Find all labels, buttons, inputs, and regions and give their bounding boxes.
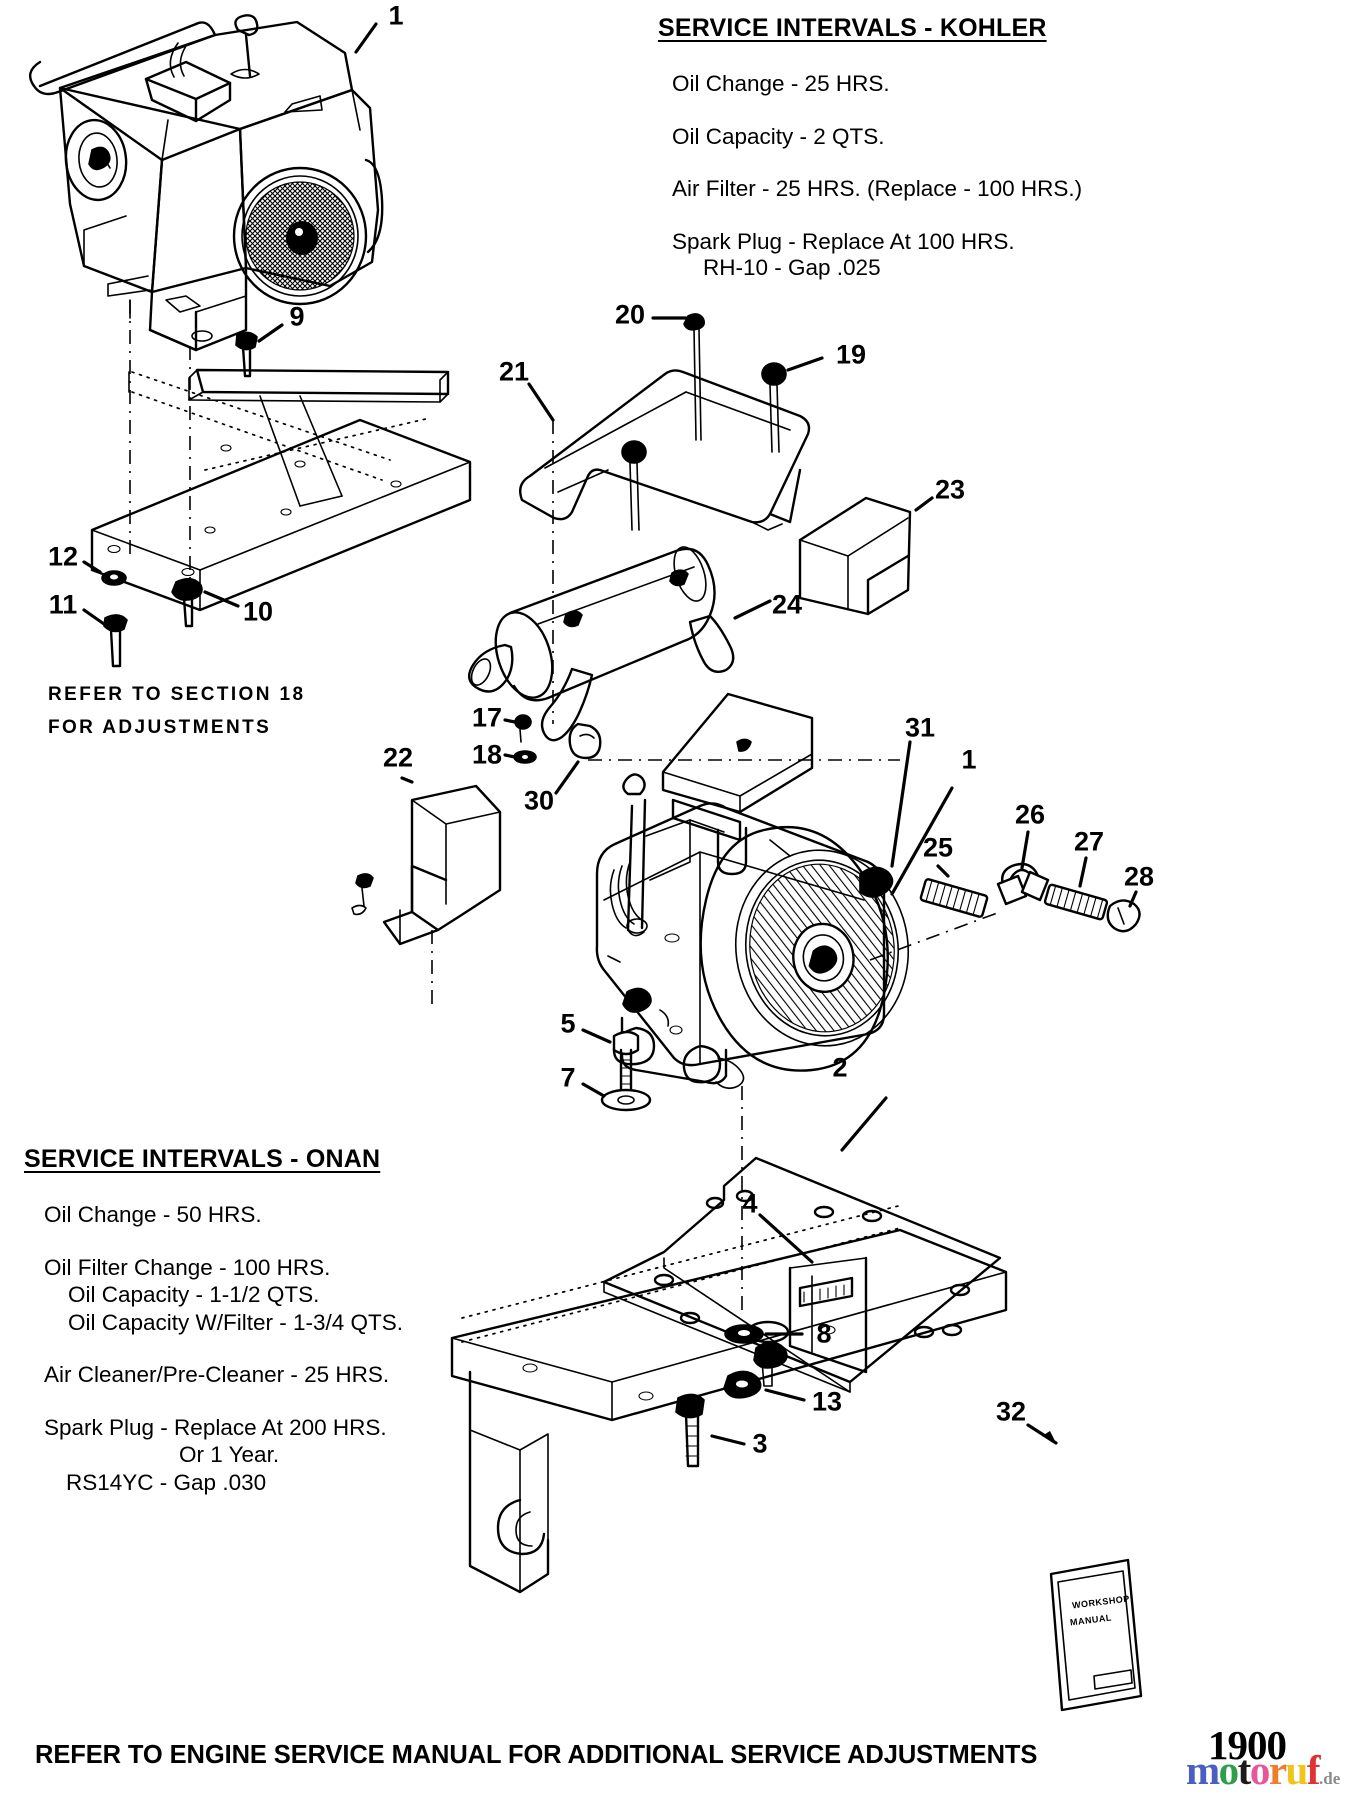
callout-number-9: 9 [289, 301, 305, 332]
onan-line-oil-capacity-filter: Oil Capacity W/Filter - 1-3/4 QTS. [68, 1309, 404, 1335]
watermark-letter-1: o [1218, 1747, 1240, 1793]
refer-to-section-note: REFER TO SECTION 18 FOR ADJUSTMENTS [48, 678, 305, 745]
frame-top-left [90, 368, 472, 612]
callout-number-24: 24 [771, 589, 803, 620]
callout-number-22: 22 [382, 742, 414, 773]
callout-number-25: 25 [922, 832, 954, 863]
footer-service-note: REFER TO ENGINE SERVICE MANUAL FOR ADDIT… [35, 1741, 1038, 1769]
onan-line-oil-filter-change: Oil Filter Change - 100 HRS. [44, 1254, 331, 1280]
onan-line-air-cleaner: Air Cleaner/Pre-Cleaner - 25 HRS. [44, 1362, 390, 1387]
onan-line-spark-plug: Spark Plug - Replace At 200 HRS. [44, 1414, 387, 1440]
engine-top-left [28, 14, 384, 600]
onan-panel-title: SERVICE INTERVALS - ONAN [24, 1145, 381, 1173]
onan-line-oil-capacity: Oil Capacity - 1-1/2 QTS. [68, 1282, 320, 1307]
fittings-25-28 [869, 830, 1141, 961]
callout-number-28: 28 [1123, 861, 1155, 892]
refer-note-line-2: FOR ADJUSTMENTS [48, 717, 272, 739]
clip-31 [859, 740, 912, 898]
engine-main [595, 692, 954, 1310]
shield-23 [798, 496, 934, 616]
callout-number-32: 32 [995, 1396, 1027, 1427]
callout-number-2: 2 [832, 1052, 848, 1083]
sheet-number: 1900 [1208, 1722, 1287, 1768]
callout-number-1-eng: 1 [961, 744, 977, 775]
workshop-manual-32 [1026, 1423, 1143, 1712]
callout-number-11: 11 [48, 589, 78, 620]
callout-number-20: 20 [614, 299, 646, 330]
motoruf-watermark: 1900 motoruf.de [1186, 1722, 1340, 1795]
muffler-24 [467, 546, 772, 742]
callout-number-18: 18 [471, 739, 503, 770]
frame-bottom [450, 1205, 1008, 1594]
watermark-wordmark: motoruf.de [1186, 1750, 1340, 1791]
callout-number-17: 17 [471, 702, 503, 733]
callout-number-7: 7 [560, 1062, 576, 1093]
callout-number-10: 10 [242, 596, 274, 627]
fasteners-17-18-30 [503, 714, 900, 795]
callout-number-31: 31 [904, 712, 936, 743]
callout-number-12: 12 [47, 541, 79, 572]
callout-number-23: 23 [934, 474, 966, 505]
callout-number-26: 26 [1014, 799, 1046, 830]
deflector-22 [351, 776, 502, 1010]
watermark-letter-3: o [1249, 1747, 1271, 1793]
watermark-letter-0: m [1186, 1747, 1220, 1793]
callout-number-19: 19 [835, 339, 867, 370]
kohler-panel-title: SERVICE INTERVALS - KOHLER [658, 14, 1047, 42]
watermark-letter-4: r [1268, 1747, 1287, 1793]
fasteners-top-left [82, 323, 284, 668]
callout-number-21: 21 [498, 356, 530, 387]
onan-line-or-one-year: Or 1 Year. [179, 1442, 280, 1467]
onan-line-plug-gap: RS14YC - Gap .030 [66, 1469, 267, 1495]
kohler-line-air-filter: Air Filter - 25 HRS. (Replace - 100 HRS.… [672, 176, 1083, 201]
fasteners-8-13-3 [675, 1324, 806, 1468]
watermark-letter-6: f [1306, 1747, 1321, 1793]
refer-note-line-1: REFER TO SECTION 18 [48, 684, 306, 705]
heat-shield-21 [519, 313, 824, 724]
callout-number-1-top: 1 [388, 0, 404, 31]
fasteners-5-7 [581, 1028, 652, 1112]
callout-number-5: 5 [560, 1008, 576, 1039]
kohler-line-spark-plug: Spark Plug - Replace At 100 HRS. [672, 228, 1015, 254]
callout-number-30: 30 [523, 785, 555, 816]
onan-service-panel: SERVICE INTERVALS - ONAN Oil Change - 50… [24, 1145, 403, 1494]
callout-number-13: 13 [811, 1386, 843, 1417]
kohler-line-plug-gap: RH-10 - Gap .025 [703, 255, 881, 280]
watermark-tld: .de [1318, 1769, 1341, 1788]
callout-number-8: 8 [816, 1318, 832, 1349]
watermark-letter-2: t [1237, 1747, 1252, 1793]
kohler-service-panel: SERVICE INTERVALS - KOHLER Oil Change - … [648, 14, 1082, 280]
callout-number-3: 3 [752, 1428, 768, 1459]
callout-number-27: 27 [1073, 826, 1105, 857]
watermark-letter-5: u [1285, 1747, 1309, 1793]
kohler-line-oil-capacity: Oil Capacity - 2 QTS. [672, 123, 885, 149]
onan-line-oil-change: Oil Change - 50 HRS. [44, 1202, 262, 1227]
kohler-line-oil-change: Oil Change - 25 HRS. [672, 71, 890, 96]
callout-number-4: 4 [742, 1188, 758, 1219]
